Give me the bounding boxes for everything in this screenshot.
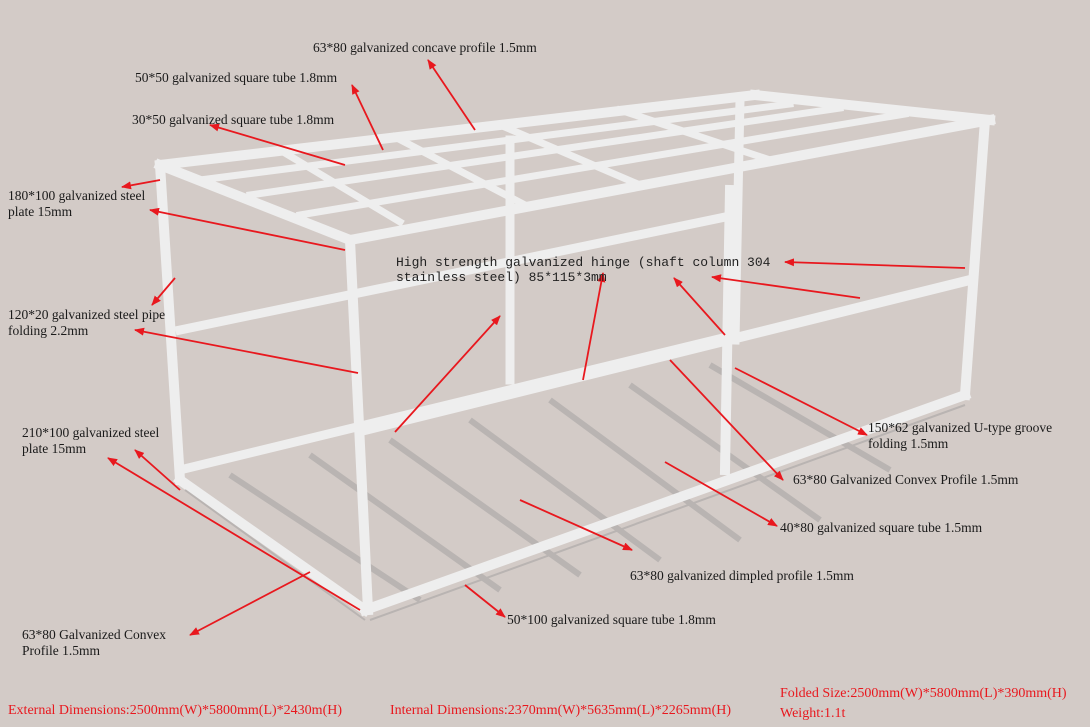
callout-arrows [107,59,966,636]
arrow-concave [427,59,476,131]
folded-size: Folded Size:2500mm(W)*5800mm(L)*390mm(H) [780,686,1067,701]
label-square-tube-30x50: 30*50 galvanized square tube 1.8mm [132,112,335,127]
arrow-convex-left [189,571,311,636]
arrow-plate-210-a [134,449,181,491]
label-square-tube-50x100: 50*100 galvanized square tube 1.8mm [507,612,716,627]
frame [153,89,996,621]
arrow-tube-50x100 [464,584,506,618]
arrow-hinge-3 [673,277,726,336]
arrow-convex-right [669,359,784,481]
arrow-plate-180-a [121,179,161,190]
arrow-hinge-4 [711,274,861,299]
arrow-pipe-b [134,327,359,374]
label-dimpled-profile: 63*80 galvanized dimpled profile 1.5mm [630,568,854,583]
arrow-plate-180-b [149,207,346,251]
internal-dimensions: Internal Dimensions:2370mm(W)*5635mm(L)*… [390,703,731,718]
arrow-u-groove [734,367,868,436]
label-convex-profile-right: 63*80 Galvanized Convex Profile 1.5mm [793,472,1019,487]
arrow-hinge-1 [394,315,501,433]
external-dimensions: External Dimensions:2500mm(W)*5800mm(L)*… [8,703,342,718]
arrow-hinge-2 [582,272,606,381]
arrow-dimpled [519,499,633,551]
arrow-tube-50x50 [351,84,384,151]
label-square-tube-50x50: 50*50 galvanized square tube 1.8mm [135,70,338,85]
label-square-tube-40x80: 40*80 galvanized square tube 1.5mm [780,520,983,535]
arrow-tube-30x50 [209,123,346,166]
label-concave-profile: 63*80 galvanized concave profile 1.5mm [313,40,537,55]
label-hinge: High strength galvanized hinge (shaft co… [396,255,771,285]
arrow-tube-40x80 [664,461,778,527]
arrow-pipe-a [151,277,176,306]
arrow-hinge-5 [784,258,966,269]
arrow-plate-210-b [107,457,361,611]
weight: Weight:1.1t [780,706,846,721]
